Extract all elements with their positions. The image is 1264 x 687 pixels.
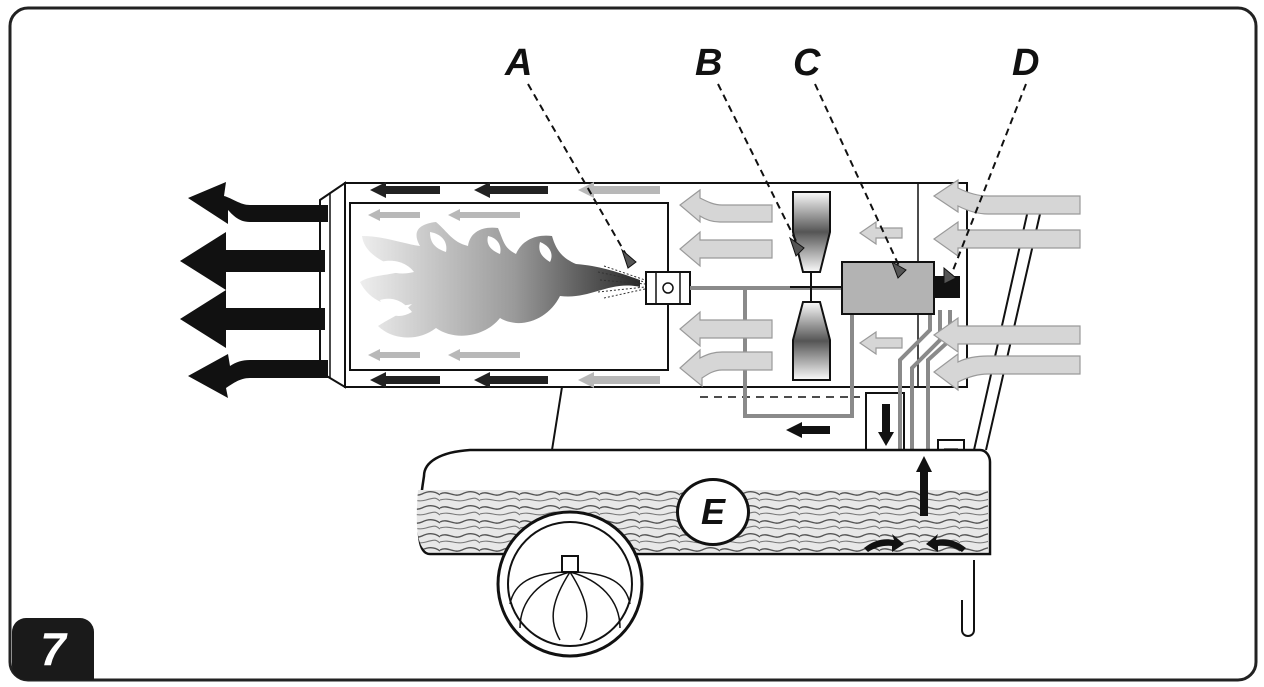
figure-number-badge: 7 xyxy=(12,618,94,680)
leader-arrowheads xyxy=(620,236,957,285)
hot-air-arrows-light xyxy=(368,182,660,388)
intake-arrows xyxy=(679,178,1081,392)
fan-blade-icon xyxy=(790,191,842,381)
flame-icon xyxy=(360,222,640,338)
callout-D: D xyxy=(1012,42,1040,84)
burner-nozzle-icon xyxy=(645,271,691,305)
frame-border xyxy=(8,6,1258,682)
callout-E: E xyxy=(676,478,750,546)
handle xyxy=(961,203,1042,637)
spray-lines xyxy=(597,265,646,299)
leader-lines xyxy=(527,83,1027,279)
callout-C: C xyxy=(793,42,821,84)
pump-box-icon xyxy=(841,261,960,315)
wheel-icon xyxy=(496,510,644,658)
exhaust-arrows xyxy=(180,182,328,398)
callout-A: A xyxy=(505,42,533,84)
hot-air-arrows xyxy=(370,182,548,388)
fuel-flow-arrows xyxy=(786,404,966,552)
callout-B: B xyxy=(695,42,723,84)
